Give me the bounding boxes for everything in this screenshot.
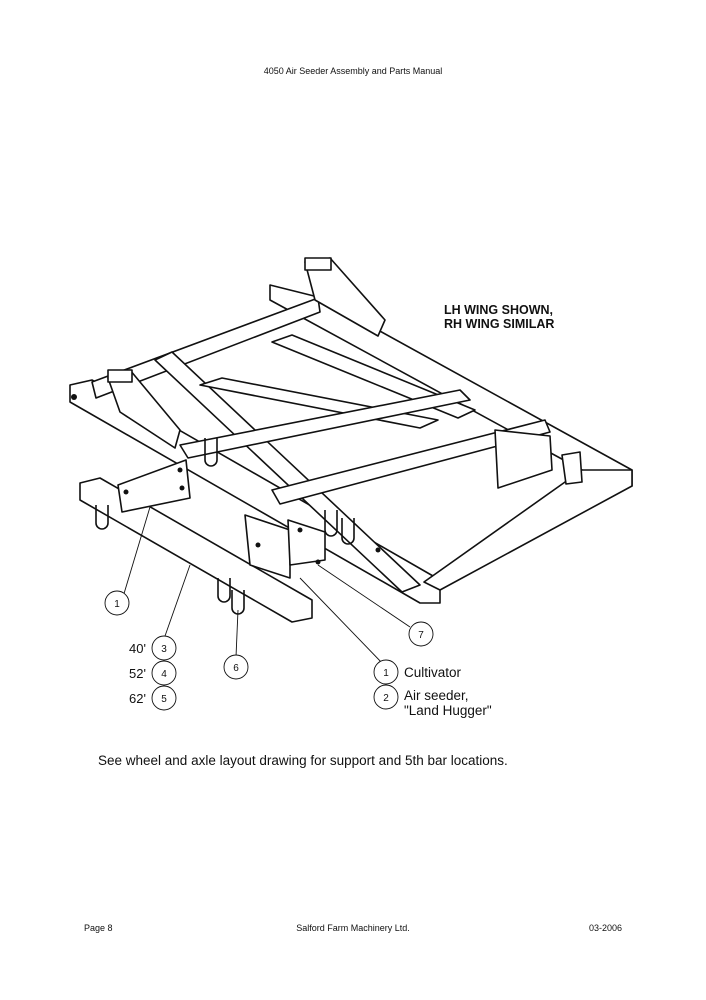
callout-5-text: 5 <box>161 694 167 705</box>
callout-1a-text: 1 <box>114 599 120 610</box>
footer-date: 03-2006 <box>588 923 622 933</box>
footer-company: Salford Farm Machinery Ltd. <box>296 923 410 933</box>
callout-7-text: 7 <box>418 630 424 641</box>
size-40: 40' <box>129 641 146 656</box>
right-bracket <box>561 451 583 485</box>
hitch-tab-right <box>304 257 332 271</box>
right-rail <box>423 469 633 591</box>
u-bolt-6 <box>341 518 355 545</box>
size-52: 52' <box>129 666 146 681</box>
fifth-bar <box>79 477 313 623</box>
page-header: 4050 Air Seeder Assembly and Parts Manua… <box>263 66 443 76</box>
cross-bar-1 <box>179 389 471 459</box>
footer-page: Page 8 <box>84 923 113 933</box>
callout-3-text: 3 <box>161 644 167 655</box>
callout-3 <box>151 635 177 661</box>
callout-4-text: 4 <box>161 669 167 680</box>
wing-note-line-2: RH WING SIMILAR <box>444 317 555 331</box>
size-62: 62' <box>129 691 146 706</box>
u-bolt-1 <box>95 505 109 530</box>
layout-note: See wheel and axle layout drawing for su… <box>98 753 508 768</box>
legend-air-seeder-2: "Land Hugger" <box>404 703 492 718</box>
callout-5 <box>151 685 177 711</box>
bracket-center <box>244 514 291 579</box>
u-bolt-2 <box>204 438 218 467</box>
u-bolt-3 <box>217 578 231 603</box>
callout-6-text: 6 <box>233 663 239 674</box>
callout-1b <box>373 659 399 685</box>
callout-6 <box>223 654 249 680</box>
rear-plate <box>494 429 553 489</box>
u-bolt-5 <box>324 510 338 537</box>
callout-7 <box>408 621 434 647</box>
bracket-left <box>117 459 191 513</box>
hitch-tab-left <box>107 369 133 383</box>
wing-note-line-1: LH WING SHOWN, <box>444 303 554 317</box>
callout-1b-text: 1 <box>383 668 389 679</box>
left-rail <box>91 297 321 399</box>
callout-2-text: 2 <box>383 693 389 704</box>
legend-cultivator: Cultivator <box>404 665 462 680</box>
cross-bar-2 <box>271 419 551 505</box>
legend-air-seeder-1: Air seeder, <box>404 688 469 703</box>
callout-1a <box>104 590 130 616</box>
bracket-mount <box>287 519 326 566</box>
callout-2 <box>373 684 399 710</box>
callout-4 <box>151 660 177 686</box>
